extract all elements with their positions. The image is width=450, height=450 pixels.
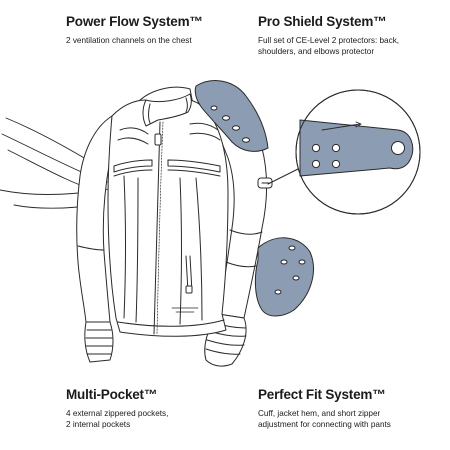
feature-title-power-flow: Power Flow System™: [66, 14, 203, 29]
jacket-torso: [107, 99, 229, 337]
feature-desc-pro-shield: Full set of CE-Level 2 protectors: back,…: [258, 36, 400, 57]
lower-pocket-zipper: [185, 255, 193, 294]
chest-vent-right: [167, 159, 221, 177]
feature-desc-perfect-fit: Cuff, jacket hem, and short zipper adjus…: [258, 409, 391, 430]
feature-title-multi-pocket: Multi-Pocket™: [66, 387, 158, 402]
feature-multi-pocket: Multi-Pocket™ 4 external zippered pocket…: [66, 387, 276, 431]
feature-title-pro-shield: Pro Shield System™: [258, 14, 387, 29]
shoulder-protector-icon: [194, 80, 269, 152]
feature-perfect-fit: Perfect Fit System™ Cuff, jacket hem, an…: [258, 387, 450, 431]
feature-desc-multi-pocket: 4 external zippered pockets, 2 internal …: [66, 409, 169, 430]
hem-logo-mark: [171, 307, 199, 313]
elbow-protector-icon: [254, 237, 314, 317]
center-zipper: [153, 121, 164, 335]
feature-desc-power-flow: 2 ventilation channels on the chest: [66, 36, 192, 45]
jacket-left-cuff: [84, 321, 114, 363]
feature-pro-shield: Pro Shield System™ Full set of CE-Level …: [258, 14, 450, 58]
jacket-left-sleeve: [76, 115, 113, 323]
jacket-front-collar: [142, 93, 192, 127]
cuff-adjuster-icon: [299, 119, 414, 177]
feature-power-flow: Power Flow System™ 2 ventilation channel…: [66, 14, 276, 46]
chest-vent-left: [113, 159, 153, 177]
cuff-adjuster-callout: [267, 89, 421, 215]
feature-title-perfect-fit: Perfect Fit System™: [258, 387, 386, 402]
